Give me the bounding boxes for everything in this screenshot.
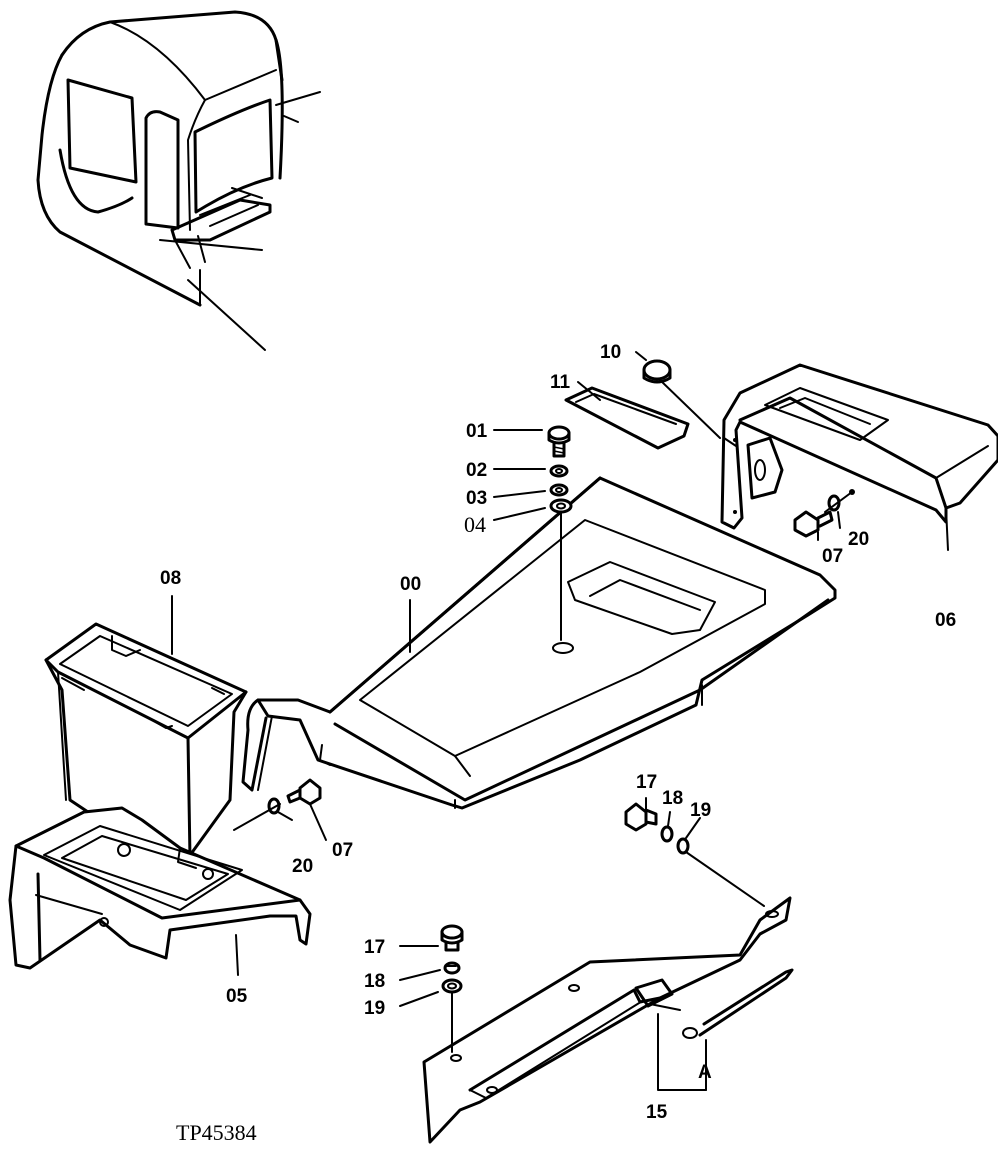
callout-17-lower: 17 — [364, 937, 385, 958]
callout-02: 02 — [466, 460, 487, 481]
bolt-part-17-lower — [440, 924, 464, 952]
cap-part-10 — [642, 359, 672, 384]
callout-18-upper: 18 — [662, 788, 683, 809]
callout-11: 11 — [550, 372, 571, 393]
callout-07-right: 07 — [822, 546, 843, 567]
bolt-part-07-left — [267, 778, 322, 815]
callout-labels: 10 11 01 02 03 04 00 08 07 20 06 07 20 0… — [160, 342, 956, 1145]
callout-19-upper: 19 — [690, 800, 711, 821]
washer-part-03 — [549, 483, 569, 497]
console-tray — [241, 476, 837, 810]
callout-15: 15 — [646, 1102, 668, 1123]
washer-part-19-upper — [676, 837, 690, 855]
washer-part-02 — [549, 464, 569, 478]
right-console-cover — [720, 363, 998, 551]
callout-00: 00 — [400, 574, 421, 595]
callout-03: 03 — [466, 488, 487, 509]
leader-lines — [171, 351, 853, 1091]
figure-id: TP45384 — [176, 1120, 257, 1145]
callout-07-left: 07 — [332, 840, 353, 861]
callout-06: 06 — [935, 610, 956, 631]
callout-17-upper: 17 — [636, 772, 657, 793]
callout-05: 05 — [226, 986, 248, 1007]
callout-19-lower: 19 — [364, 998, 385, 1019]
callout-20-right: 20 — [848, 529, 869, 550]
washer-part-04 — [549, 498, 573, 514]
washer-part-18-upper — [660, 825, 674, 843]
bolt-part-01 — [547, 425, 571, 458]
bolt-part-17-upper — [624, 802, 658, 832]
washer-part-18-lower — [443, 961, 461, 975]
callout-04: 04 — [464, 512, 486, 537]
callout-A: A — [698, 1062, 712, 1083]
mat-part-11 — [564, 386, 690, 450]
lower-cover-plate — [422, 896, 794, 1144]
callout-20-left: 20 — [292, 856, 313, 877]
callout-01: 01 — [466, 421, 488, 442]
storage-box — [44, 622, 248, 860]
callout-08: 08 — [160, 568, 181, 589]
cab-location-view — [36, 10, 321, 351]
washer-part-19-lower — [441, 978, 463, 994]
callout-10: 10 — [600, 342, 621, 363]
left-console-base — [8, 806, 312, 970]
callout-18-lower: 18 — [364, 971, 385, 992]
